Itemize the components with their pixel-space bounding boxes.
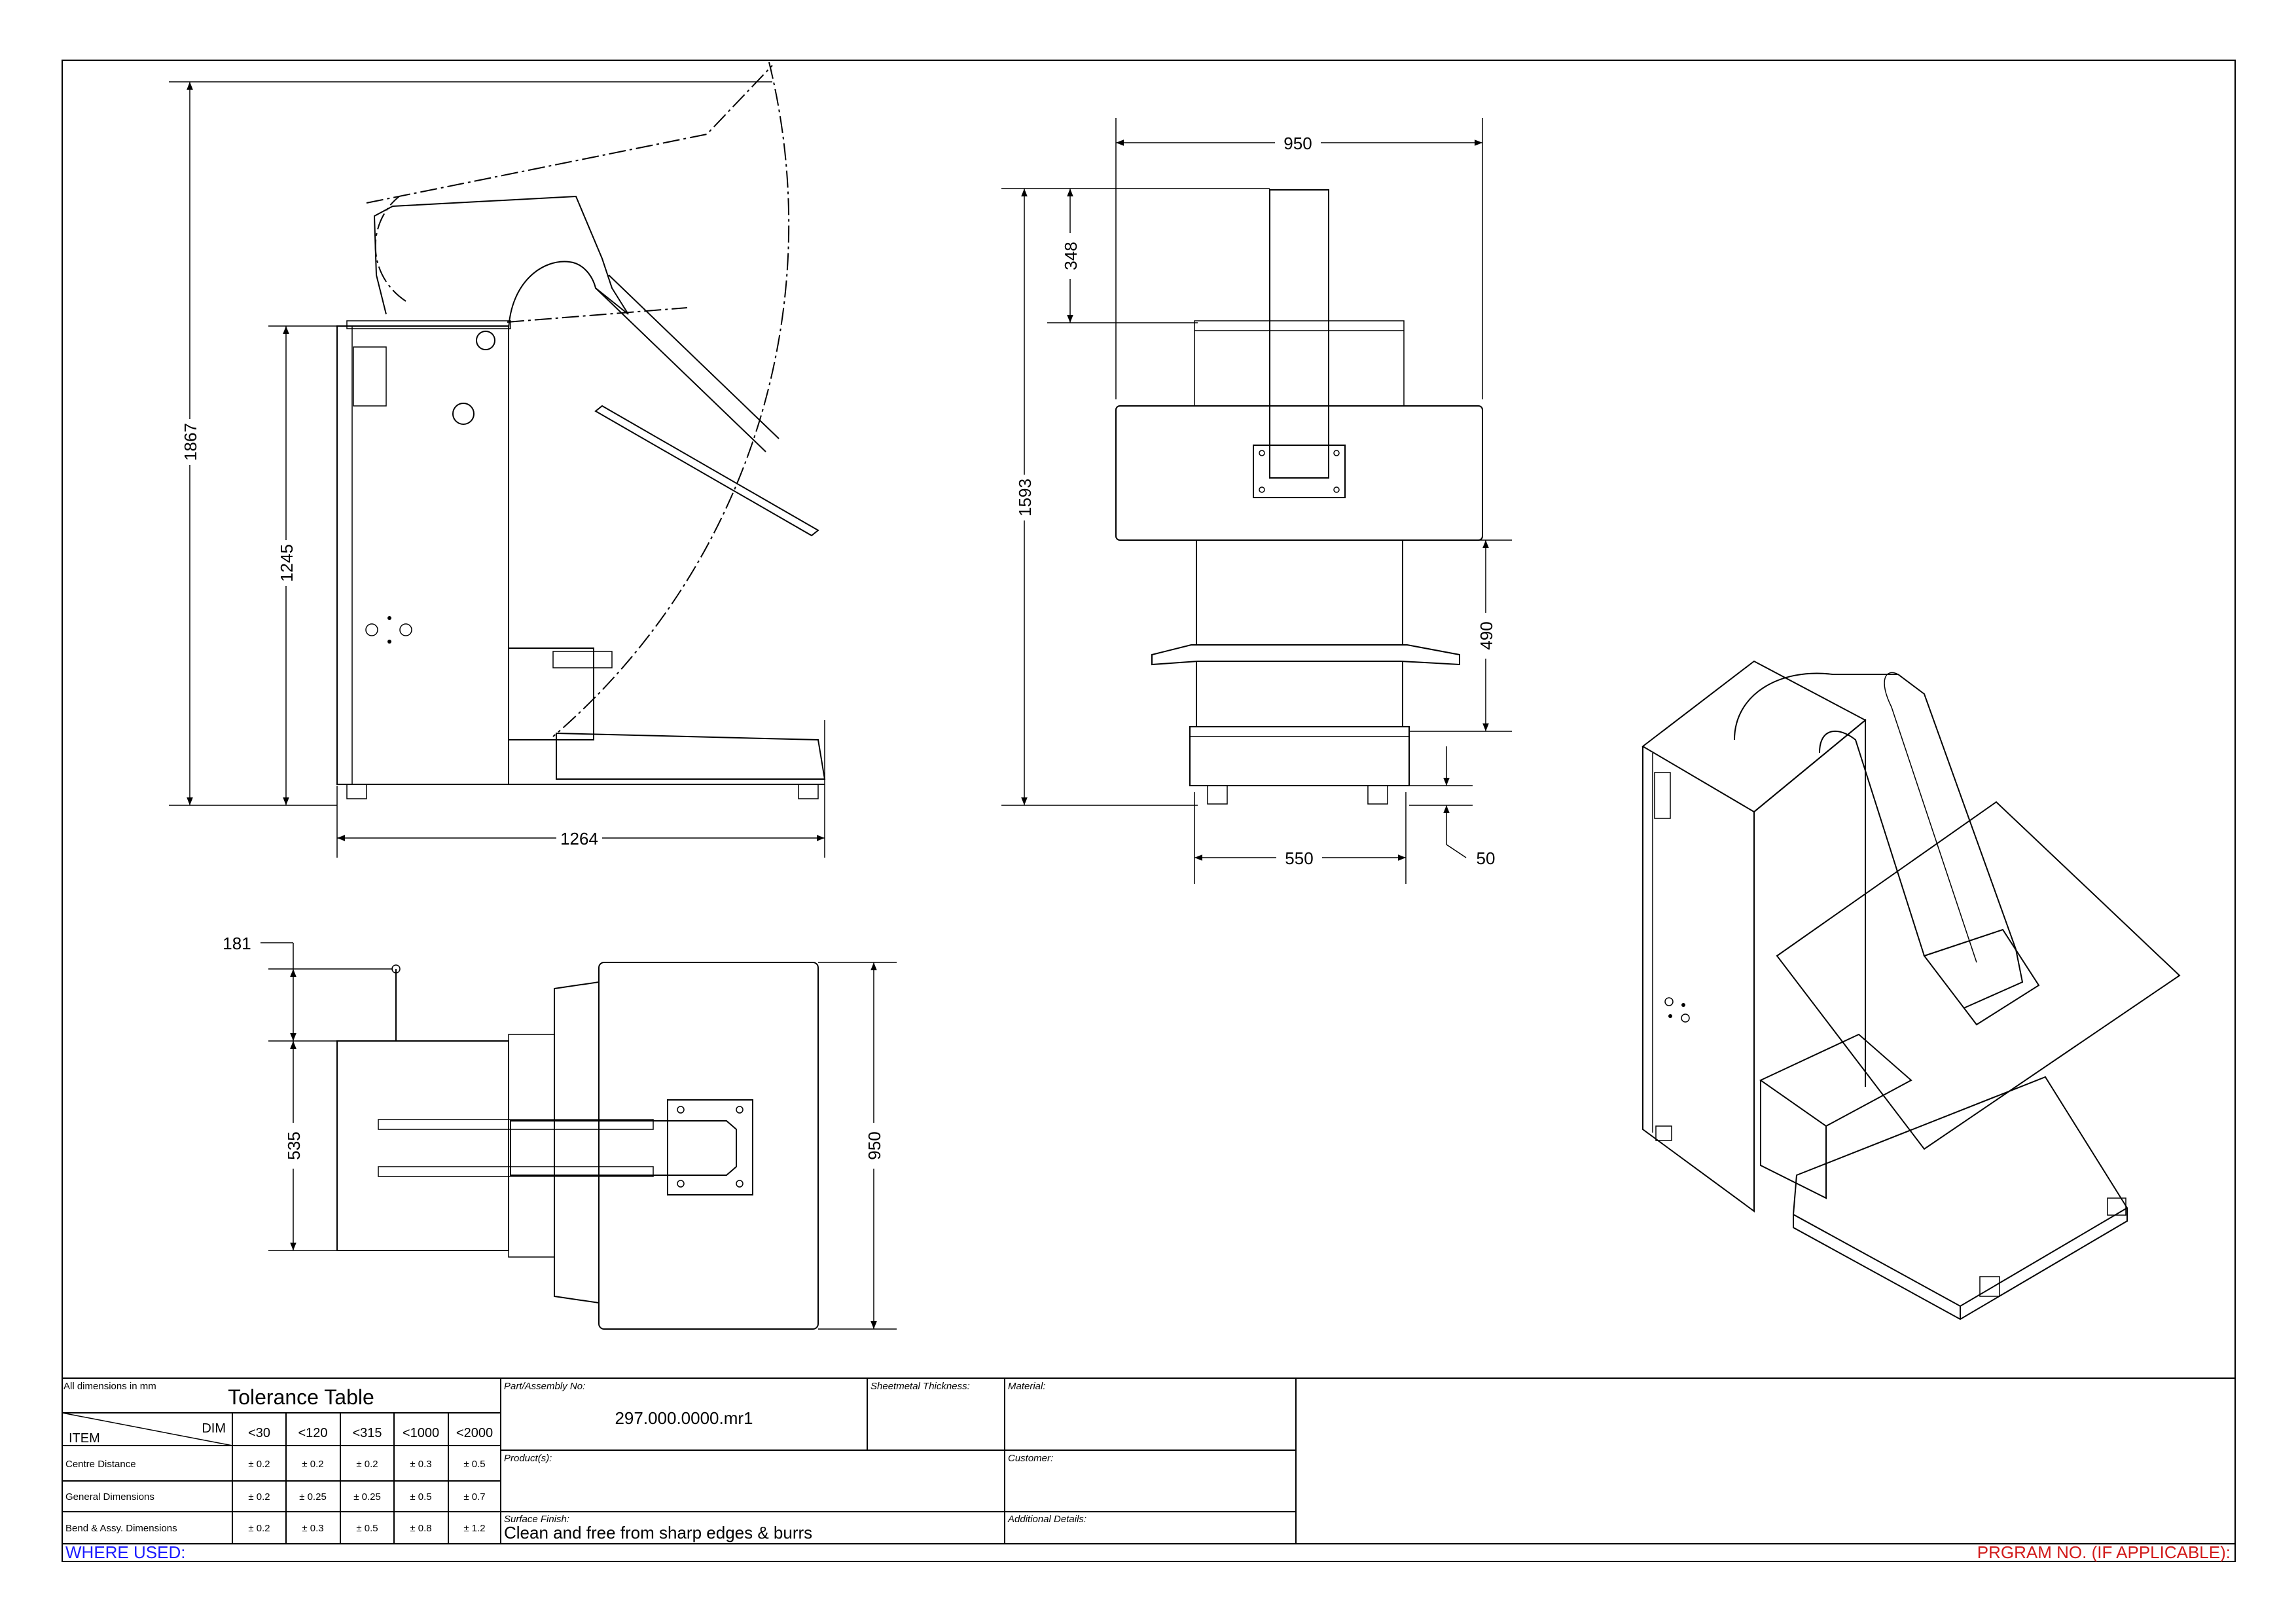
tol-r2c5: ± 0.7 (463, 1491, 485, 1503)
material-label: Material: (1008, 1381, 1046, 1392)
dim-side-body-height: 1245 (277, 544, 296, 582)
dim-header: DIM (202, 1421, 226, 1436)
sheet-border (62, 60, 2236, 1562)
dim-side-length: 1264 (560, 829, 598, 848)
dim-front-base-width: 550 (1285, 848, 1313, 868)
tolerance-title: Tolerance Table (228, 1385, 374, 1409)
units-note: All dimensions in mm (63, 1381, 156, 1392)
side-view: 1867 1245 1264 (169, 62, 826, 858)
col-header-4: <1000 (403, 1426, 439, 1440)
tol-r3c4: ± 0.8 (410, 1523, 431, 1534)
row-label-general: General Dimensions (65, 1491, 154, 1503)
finish-label: Surface Finish: (504, 1514, 569, 1525)
tol-r2c1: ± 0.2 (248, 1491, 270, 1503)
col-header-1: <30 (248, 1426, 270, 1440)
dim-top-arm-offset: 181 (223, 934, 251, 953)
tol-r2c3: ± 0.25 (353, 1491, 381, 1503)
item-header: ITEM (69, 1431, 100, 1446)
dim-front-arm-height: 348 (1061, 242, 1081, 270)
where-used-label: WHERE USED: (65, 1542, 185, 1562)
col-header-2: <120 (298, 1426, 327, 1440)
isometric-view (1641, 660, 2181, 1321)
col-header-5: <2000 (456, 1426, 493, 1440)
tol-r1c2: ± 0.2 (302, 1459, 323, 1470)
dim-front-width: 950 (1283, 134, 1312, 153)
dim-front-total-height: 1593 (1015, 479, 1035, 517)
dim-top-body-depth: 535 (284, 1131, 304, 1159)
tol-r3c1: ± 0.2 (248, 1523, 270, 1534)
row-label-bend: Bend & Assy. Dimensions (65, 1523, 177, 1534)
tol-r1c5: ± 0.5 (463, 1459, 485, 1470)
program-no-label: PRGRAM NO. (IF APPLICABLE): (1977, 1542, 2231, 1562)
tol-r1c3: ± 0.2 (356, 1459, 378, 1470)
part-number: 297.000.0000.mr1 (615, 1408, 753, 1428)
row-label-centre: Centre Distance (65, 1459, 136, 1470)
tol-r2c4: ± 0.5 (410, 1491, 431, 1503)
tol-r1c4: ± 0.3 (410, 1459, 431, 1470)
title-block: All dimensions in mm Tolerance Table DIM… (62, 1377, 2235, 1562)
dim-side-total-height: 1867 (181, 423, 200, 461)
products-label: Product(s): (504, 1453, 552, 1464)
tol-r3c5: ± 1.2 (463, 1523, 485, 1534)
tol-r1c1: ± 0.2 (248, 1459, 270, 1470)
part-label: Part/Assembly No: (504, 1381, 585, 1392)
front-view: 950 348 1593 490 550 50 (1001, 118, 1512, 884)
tol-r3c2: ± 0.3 (302, 1523, 323, 1534)
dim-top-table-width: 950 (865, 1131, 884, 1159)
dim-front-base-height: 490 (1477, 621, 1496, 649)
col-header-3: <315 (352, 1426, 382, 1440)
details-label: Additional Details: (1007, 1514, 1086, 1525)
thickness-label: Sheetmetal Thickness: (870, 1381, 970, 1392)
tol-r2c2: ± 0.25 (299, 1491, 327, 1503)
customer-label: Customer: (1008, 1453, 1053, 1464)
dim-front-foot-height: 50 (1477, 848, 1496, 868)
finish-value: Clean and free from sharp edges & burrs (504, 1523, 812, 1542)
top-view: 181 535 950 (223, 934, 897, 1330)
tol-r3c3: ± 0.5 (356, 1523, 378, 1534)
